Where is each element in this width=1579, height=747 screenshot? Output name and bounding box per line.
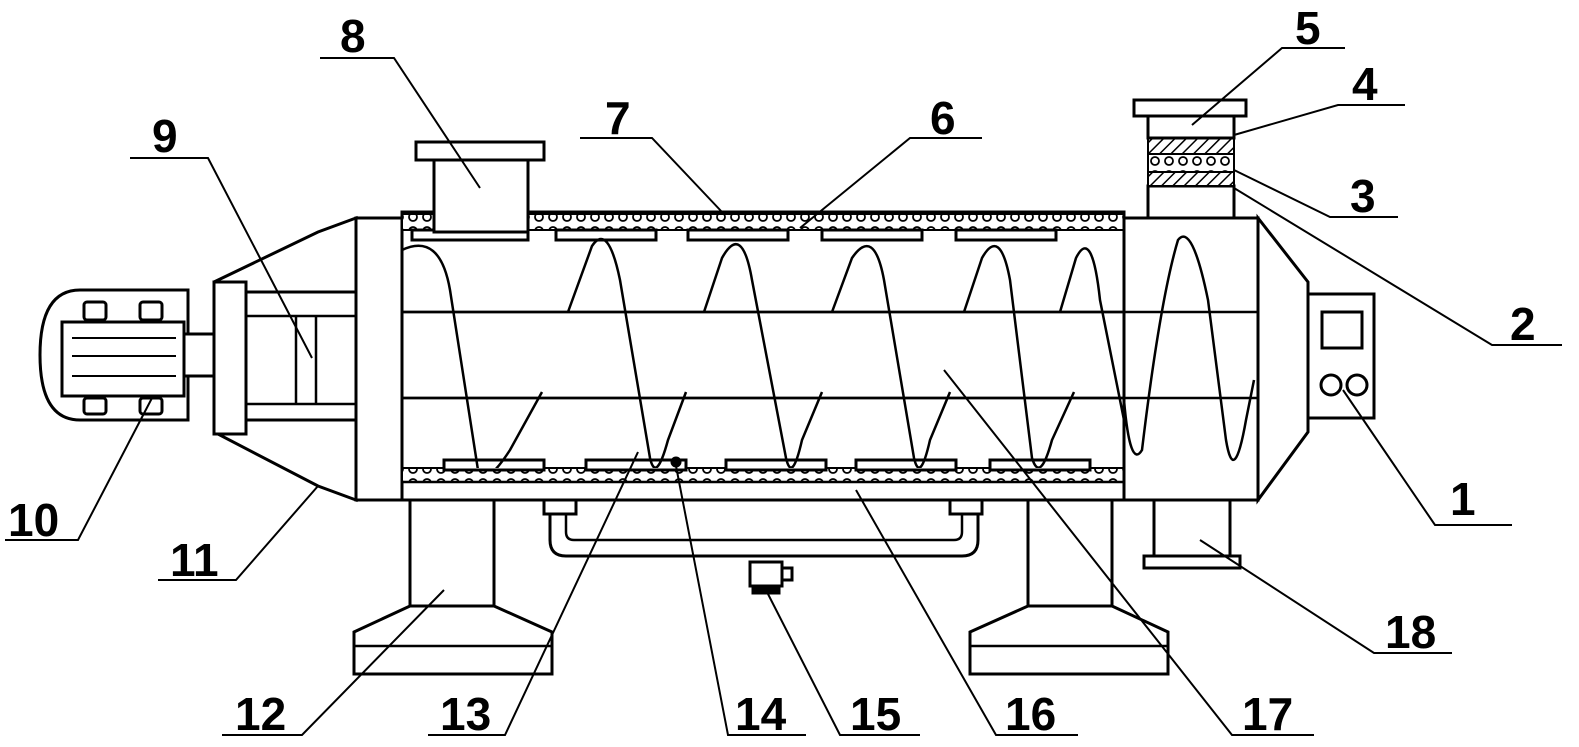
- callout-label-13: 13: [440, 688, 491, 740]
- callout-label-5: 5: [1295, 2, 1321, 54]
- callout-label-10: 10: [8, 494, 59, 546]
- callout-label-6: 6: [930, 92, 956, 144]
- callout-label-9: 9: [152, 110, 178, 162]
- callout-label-8: 8: [340, 10, 366, 62]
- callout-label-14: 14: [735, 688, 787, 740]
- callout-label-3: 3: [1350, 170, 1376, 222]
- callout-label-2: 2: [1510, 298, 1536, 350]
- right-cone-housing: [1256, 213, 1310, 505]
- callout-label-4: 4: [1352, 58, 1378, 110]
- motor: [38, 288, 216, 422]
- vent-cap: [1132, 98, 1248, 118]
- callout-label-1: 1: [1450, 473, 1476, 525]
- callout-label-17: 17: [1242, 688, 1293, 740]
- feed-inlet: [414, 140, 546, 234]
- drum-body: [400, 210, 1126, 502]
- circulation-pipe: [542, 498, 984, 558]
- discharge-outlet: [1142, 498, 1242, 570]
- filter-layer-beads: [1147, 153, 1235, 173]
- control-panel: [1306, 292, 1376, 420]
- callout-label-7: 7: [605, 92, 631, 144]
- callout-label-15: 15: [850, 688, 901, 740]
- callout-label-12: 12: [235, 688, 286, 740]
- drive-shaft-housing: [244, 290, 358, 422]
- left-end-plate: [354, 216, 404, 502]
- right-support-leg: [968, 498, 1170, 676]
- callout-label-16: 16: [1005, 688, 1056, 740]
- discharge-chamber: [1122, 216, 1260, 502]
- filter-layer-3: [1147, 171, 1235, 187]
- coupling-flange: [212, 280, 248, 436]
- filter-layer-4: [1147, 137, 1235, 155]
- drain-valve: [748, 560, 794, 595]
- left-support-leg: [352, 498, 554, 676]
- temperature-sensor: [670, 456, 682, 468]
- vent-filter-stack: [1132, 98, 1248, 220]
- lower-heating-pads: [442, 458, 1092, 472]
- callout-label-18: 18: [1385, 606, 1436, 658]
- callout-label-11: 11: [170, 534, 219, 586]
- leader-lines: [5, 47, 1562, 736]
